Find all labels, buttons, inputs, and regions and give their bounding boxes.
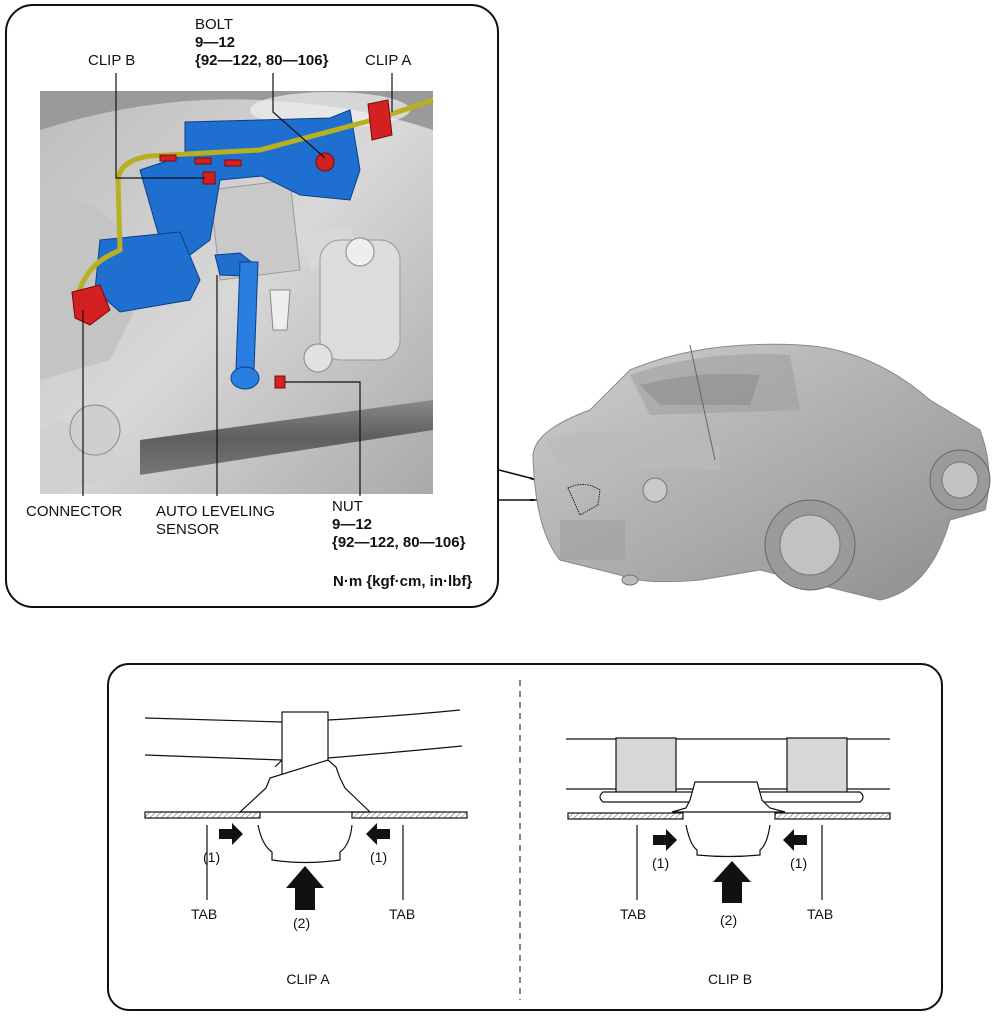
push-arrow-right [219,823,243,845]
clip-a-drawing [144,709,468,900]
nut-torque: 9—12 [332,516,373,533]
clip-b-tab-left: TAB [620,906,647,922]
vehicle-rear-illustration [532,343,991,601]
push-arrow-up [286,866,324,910]
bolt-torque: 9—12 [195,34,236,51]
clip-b-step1-right: (1) [790,855,808,871]
clip-b-arrows [653,829,807,903]
highlighted-fasteners [71,99,393,389]
clip-b-label: CLIP B [88,52,136,69]
torque-units: N·m {kgf·cm, in·lbf} [333,573,473,590]
clip-a-tab-right: TAB [389,906,416,922]
nut-torque-alt: {92—122, 80—106} [332,534,466,551]
leader-lines [82,73,393,496]
clip-a-step1-right: (1) [370,849,388,865]
component-location-panel [5,4,499,608]
push-arrow-right [653,829,677,851]
clip-removal-panel [107,663,943,1011]
clip-a-step1-left: (1) [203,849,221,865]
clip-a-step2: (2) [293,915,311,931]
sensor-label-line1: AUTO LEVELING [156,503,275,520]
clip-b-drawing [566,737,891,900]
clip-b-tab-right: TAB [807,906,834,922]
bolt-torque-alt: {92—122, 80—106} [195,52,329,69]
nut-label: NUT [332,498,363,515]
clip-a-tab-left: TAB [191,906,218,922]
bolt-label: BOLT [195,16,234,33]
wiring-harness [72,97,434,311]
clip-a-caption: CLIP A [286,971,330,987]
clip-a-label: CLIP A [365,52,412,69]
clip-b-caption: CLIP B [707,971,753,987]
sensor-link-rod [235,261,259,371]
connector-label: CONNECTOR [26,503,123,520]
clip-b-step2: (2) [720,912,738,928]
sensor-label-line2: SENSOR [156,521,220,538]
push-arrow-left [366,823,390,845]
push-arrow-up [713,861,751,903]
clip-a-arrows [219,823,390,910]
push-arrow-left [783,829,807,851]
clip-b-step1-left: (1) [652,855,670,871]
